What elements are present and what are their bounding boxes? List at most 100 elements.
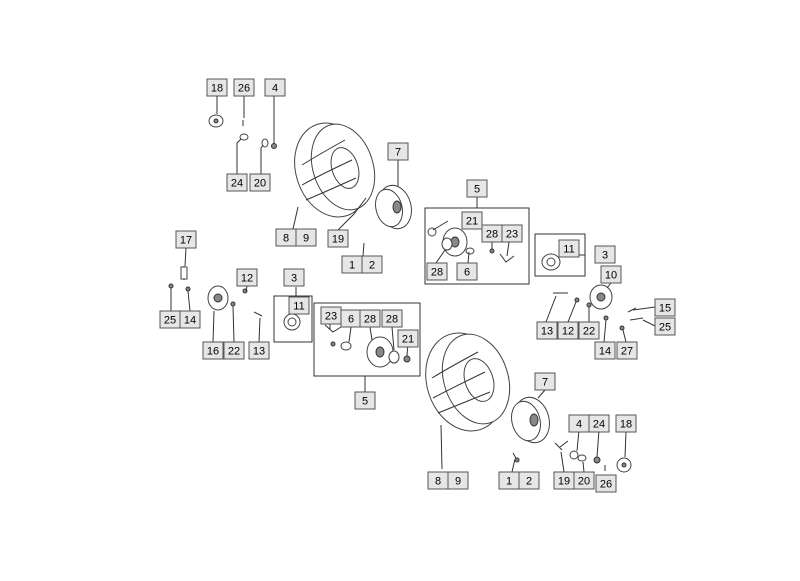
callout-1[interactable]: 1 bbox=[341, 255, 363, 274]
svg-text:9: 9 bbox=[455, 476, 461, 488]
callout-26[interactable]: 26 bbox=[233, 78, 255, 97]
svg-text:25: 25 bbox=[164, 315, 176, 327]
svg-text:24: 24 bbox=[231, 178, 243, 190]
callout-19[interactable]: 19 bbox=[553, 471, 575, 490]
svg-text:21: 21 bbox=[466, 216, 478, 228]
callout-18[interactable]: 18 bbox=[615, 414, 637, 433]
callout-14[interactable]: 14 bbox=[594, 341, 616, 360]
svg-text:10: 10 bbox=[605, 270, 617, 282]
svg-text:23: 23 bbox=[325, 311, 337, 323]
callout-7[interactable]: 7 bbox=[534, 372, 556, 391]
callout-11[interactable]: 11 bbox=[288, 296, 310, 315]
callout-4[interactable]: 4 bbox=[264, 78, 286, 97]
svg-text:18: 18 bbox=[620, 419, 632, 431]
callout-26[interactable]: 26 bbox=[595, 474, 617, 493]
svg-text:2: 2 bbox=[369, 260, 375, 272]
svg-text:28: 28 bbox=[486, 229, 498, 241]
callout-8[interactable]: 8 bbox=[275, 228, 297, 247]
svg-text:18: 18 bbox=[211, 83, 223, 95]
svg-text:13: 13 bbox=[541, 326, 553, 338]
bearing-right bbox=[541, 253, 561, 271]
callout-2[interactable]: 2 bbox=[361, 255, 383, 274]
callout-16[interactable]: 16 bbox=[202, 341, 224, 360]
callout-20[interactable]: 20 bbox=[573, 471, 595, 490]
callout-13[interactable]: 13 bbox=[536, 321, 558, 340]
callout-28[interactable]: 28 bbox=[426, 262, 448, 281]
tire-top bbox=[294, 122, 376, 218]
small-parts-top-left bbox=[208, 114, 277, 149]
callout-6[interactable]: 6 bbox=[456, 262, 478, 281]
callout-8[interactable]: 8 bbox=[427, 471, 449, 490]
callout-22[interactable]: 22 bbox=[223, 341, 245, 360]
svg-text:3: 3 bbox=[602, 250, 608, 262]
svg-text:28: 28 bbox=[364, 314, 376, 326]
brake-disc-left bbox=[168, 266, 263, 317]
svg-text:1: 1 bbox=[349, 260, 355, 272]
svg-text:24: 24 bbox=[593, 419, 605, 431]
svg-text:28: 28 bbox=[431, 267, 443, 279]
small-parts-bottom-right bbox=[512, 440, 632, 473]
callout-12[interactable]: 12 bbox=[557, 321, 579, 340]
wheel-rim-bottom bbox=[511, 396, 550, 444]
callout-28[interactable]: 28 bbox=[359, 309, 381, 328]
hub-assembly-bottom bbox=[324, 324, 411, 368]
svg-text:20: 20 bbox=[578, 476, 590, 488]
callout-6[interactable]: 6 bbox=[340, 309, 362, 328]
callout-23[interactable]: 23 bbox=[320, 306, 342, 325]
svg-text:4: 4 bbox=[576, 419, 582, 431]
callout-12[interactable]: 12 bbox=[236, 268, 258, 287]
callout-5[interactable]: 5 bbox=[466, 179, 488, 198]
svg-text:27: 27 bbox=[621, 346, 633, 358]
callout-28[interactable]: 28 bbox=[381, 309, 403, 328]
callout-14[interactable]: 14 bbox=[179, 310, 201, 329]
callout-11[interactable]: 11 bbox=[558, 239, 580, 258]
callout-3[interactable]: 3 bbox=[283, 268, 305, 287]
bearing-left bbox=[283, 313, 301, 331]
callout-3[interactable]: 3 bbox=[594, 245, 616, 264]
callout-7[interactable]: 7 bbox=[387, 142, 409, 161]
callout-27[interactable]: 27 bbox=[616, 341, 638, 360]
callout-4[interactable]: 4 bbox=[568, 414, 590, 433]
callout-1[interactable]: 1 bbox=[498, 471, 520, 490]
callout-21[interactable]: 21 bbox=[461, 211, 483, 230]
callout-10[interactable]: 10 bbox=[600, 265, 622, 284]
svg-text:7: 7 bbox=[395, 147, 401, 159]
callout-2[interactable]: 2 bbox=[518, 471, 540, 490]
callout-15[interactable]: 15 bbox=[654, 298, 676, 317]
callout-9[interactable]: 9 bbox=[295, 228, 317, 247]
callout-13[interactable]: 13 bbox=[248, 341, 270, 360]
svg-text:19: 19 bbox=[558, 476, 570, 488]
svg-text:14: 14 bbox=[184, 315, 196, 327]
callout-22[interactable]: 22 bbox=[578, 321, 600, 340]
svg-text:8: 8 bbox=[435, 476, 441, 488]
svg-text:25: 25 bbox=[659, 322, 671, 334]
callout-24[interactable]: 24 bbox=[588, 414, 610, 433]
callout-20[interactable]: 20 bbox=[249, 173, 271, 192]
svg-text:6: 6 bbox=[348, 314, 354, 326]
svg-text:2: 2 bbox=[526, 476, 532, 488]
callout-25[interactable]: 25 bbox=[159, 310, 181, 329]
callout-9[interactable]: 9 bbox=[447, 471, 469, 490]
callout-28[interactable]: 28 bbox=[481, 224, 503, 243]
callout-5[interactable]: 5 bbox=[354, 391, 376, 410]
callout-17[interactable]: 17 bbox=[175, 230, 197, 249]
svg-text:5: 5 bbox=[362, 396, 368, 408]
svg-text:1: 1 bbox=[506, 476, 512, 488]
svg-text:9: 9 bbox=[303, 233, 309, 245]
callout-24[interactable]: 24 bbox=[226, 173, 248, 192]
svg-text:17: 17 bbox=[180, 235, 192, 247]
callouts: 18 26 4 24 20 7 8 9 19 1 2 5 21 28 23 28… bbox=[159, 78, 676, 493]
group-frame-hub-bottom bbox=[313, 302, 421, 377]
svg-text:28: 28 bbox=[386, 314, 398, 326]
tire-bottom bbox=[425, 332, 511, 432]
callout-21[interactable]: 21 bbox=[397, 329, 419, 348]
svg-text:14: 14 bbox=[599, 346, 611, 358]
brake-disc-right bbox=[553, 284, 644, 331]
callout-19[interactable]: 19 bbox=[327, 229, 349, 248]
svg-text:15: 15 bbox=[659, 303, 671, 315]
callout-23[interactable]: 23 bbox=[501, 224, 523, 243]
callout-25[interactable]: 25 bbox=[654, 317, 676, 336]
svg-text:12: 12 bbox=[562, 326, 574, 338]
callout-18[interactable]: 18 bbox=[206, 78, 228, 97]
